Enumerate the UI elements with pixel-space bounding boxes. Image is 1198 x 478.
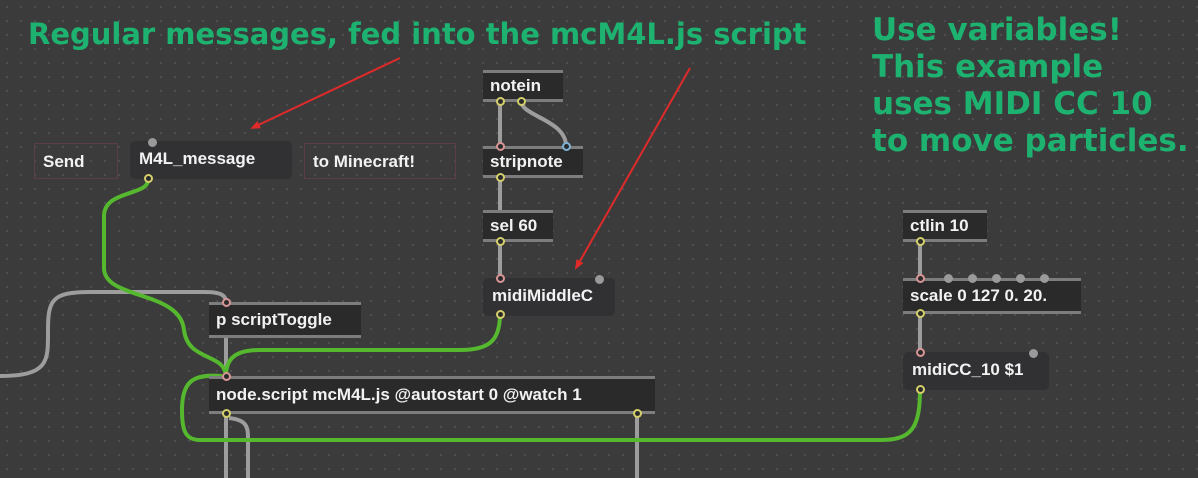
annotation-regular-messages: Regular messages, fed into the mcM4L.js … (28, 17, 807, 51)
comment-to-minecraft-text: to Minecraft! (313, 152, 415, 171)
object-scale-text: scale 0 127 0. 20. (910, 286, 1048, 305)
outlet-m4l-message[interactable] (144, 174, 153, 183)
outlet-notein-velocity[interactable] (517, 97, 526, 106)
outlet-ctlin[interactable] (916, 237, 925, 246)
inlet-midi-middle-c[interactable] (496, 274, 505, 283)
inlet-stripnote-right[interactable] (562, 142, 571, 151)
message-midi-middle-c[interactable]: midiMiddleC (483, 275, 615, 316)
comment-to-minecraft[interactable]: to Minecraft! (304, 143, 456, 179)
annotation-line-2: This example (872, 49, 1104, 85)
scale-inlet-dot-2[interactable] (944, 274, 953, 283)
inlet-node-script[interactable] (222, 372, 231, 381)
outlet-midi-middle-c[interactable] (496, 310, 505, 319)
inlet-midi-cc-10[interactable] (916, 348, 925, 357)
inlet-scale[interactable] (916, 274, 925, 283)
annotation-line-4: to move particles. (872, 123, 1189, 159)
cable-notein-velocity (519, 100, 568, 147)
comment-send[interactable]: Send (34, 143, 118, 179)
annotation-line-1: Use variables! (872, 12, 1122, 48)
object-node-script-text: node.script mcM4L.js @autostart 0 @watch… (216, 385, 582, 404)
scale-inlet-dot-3[interactable] (968, 274, 977, 283)
arrow-to-midimiddlec (575, 67, 691, 270)
comment-send-text: Send (43, 152, 85, 171)
object-notein-text: notein (490, 76, 541, 95)
outlet-notein-pitch[interactable] (496, 97, 505, 106)
outlet-scale[interactable] (916, 309, 925, 318)
object-script-toggle[interactable]: p scriptToggle (209, 302, 361, 338)
message-m4l-message[interactable]: M4L_message (130, 138, 292, 179)
message-midi-cc-10-text: midiCC_10 $1 (912, 360, 1024, 379)
annotation-line-3: uses MIDI CC 10 (872, 86, 1153, 122)
object-stripnote[interactable]: stripnote (483, 146, 583, 178)
cable-m4lmessage-nodescript (102, 179, 228, 377)
inlet-script-toggle[interactable] (222, 298, 231, 307)
outlet-stripnote[interactable] (496, 173, 505, 182)
object-stripnote-text: stripnote (490, 152, 563, 171)
cable-midicc-nodescript (179, 373, 922, 442)
message-midi-cc-10[interactable]: midiCC_10 $1 (903, 349, 1049, 390)
object-ctlin[interactable]: ctlin 10 (903, 210, 987, 242)
object-sel-text: sel 60 (490, 216, 538, 235)
object-sel[interactable]: sel 60 (483, 210, 553, 242)
object-ctlin-text: ctlin 10 (910, 216, 969, 235)
object-script-toggle-text: p scriptToggle (216, 310, 332, 329)
outlet-midi-cc-10[interactable] (916, 385, 925, 394)
object-node-script[interactable]: node.script mcM4L.js @autostart 0 @watch… (209, 376, 655, 414)
message-midi-middle-c-text: midiMiddleC (492, 286, 594, 305)
arrow-to-m4lmessage (250, 57, 401, 129)
message-midi-middle-c-dot[interactable] (595, 275, 604, 284)
inlet-stripnote-left[interactable] (496, 142, 505, 151)
cable-midimiddlec-nodescript (224, 313, 502, 377)
message-m4l-inlet-dot[interactable] (148, 138, 157, 147)
message-midi-cc-dot[interactable] (1029, 349, 1038, 358)
message-m4l-message-text: M4L_message (139, 149, 256, 168)
scale-inlet-dot-5[interactable] (1016, 274, 1025, 283)
annotation-use-variables: Use variables! This example uses MIDI CC… (872, 12, 1189, 160)
object-scale[interactable]: scale 0 127 0. 20. (903, 278, 1081, 314)
outlet-node-script-left[interactable] (222, 409, 231, 418)
scale-inlet-dot-6[interactable] (1040, 274, 1049, 283)
outlet-sel[interactable] (496, 237, 505, 246)
cable-nodescript-out2 (228, 416, 250, 478)
cable-left-to-scripttoggle (0, 290, 228, 378)
scale-inlet-dot-4[interactable] (992, 274, 1001, 283)
outlet-node-script-right[interactable] (633, 409, 642, 418)
